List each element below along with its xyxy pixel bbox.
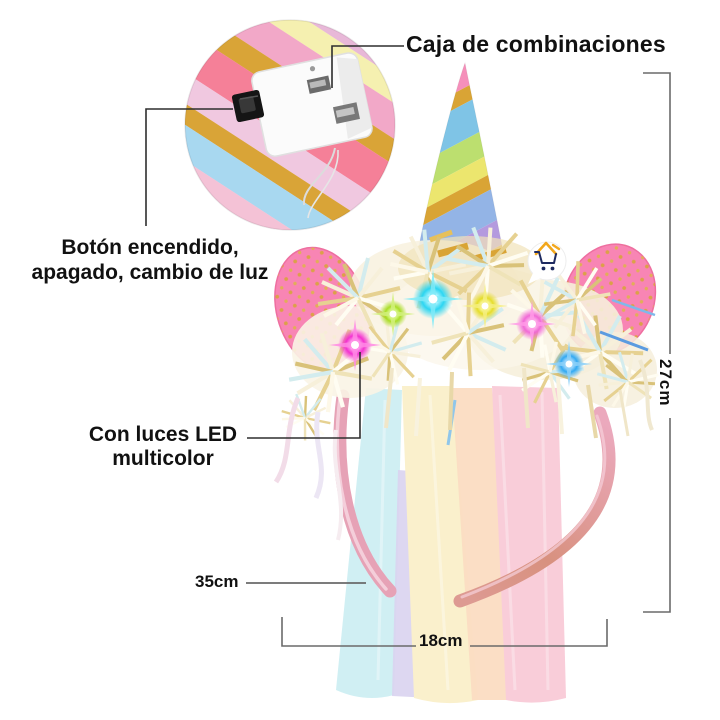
cart-house-logo-icon [534, 241, 561, 271]
label-led-lights: Con luces LED multicolor [70, 423, 256, 471]
measurement-35cm: 35cm [195, 572, 239, 591]
label-led-lights-line2: multicolor [112, 447, 214, 470]
led-light-blue [546, 341, 592, 387]
callout-line-power-button [145, 108, 233, 226]
led-light-pink [508, 300, 556, 348]
tulle-ribbons [336, 386, 566, 704]
headband-arm-right [453, 406, 616, 608]
battery-box [251, 52, 373, 157]
measure-line-18cm [281, 617, 608, 647]
led-light-yellow [462, 283, 508, 329]
label-power-button-line2: apagado, cambio de luz [31, 261, 269, 284]
measurement-27cm: 27cm [656, 359, 675, 407]
led-light-green [371, 292, 415, 336]
headband-arm-left [333, 389, 397, 598]
callout-line-led [247, 352, 361, 439]
power-button [231, 89, 265, 123]
callout-line-combo-box [331, 45, 404, 88]
watermark-badge [527, 241, 567, 284]
led-lights [329, 269, 592, 387]
label-led-lights-line1: Con luces LED [88, 423, 238, 446]
label-power-button: Botón encendido, apagado, cambio de luz [8, 235, 292, 285]
led-light-cyan [403, 269, 463, 329]
label-combo-box: Caja de combinaciones [406, 31, 666, 57]
led-light-magenta [329, 319, 381, 371]
measurement-18cm: 18cm [419, 631, 463, 650]
measure-line-27cm [643, 72, 671, 613]
label-power-button-line1: Botón encendido, [61, 236, 239, 259]
